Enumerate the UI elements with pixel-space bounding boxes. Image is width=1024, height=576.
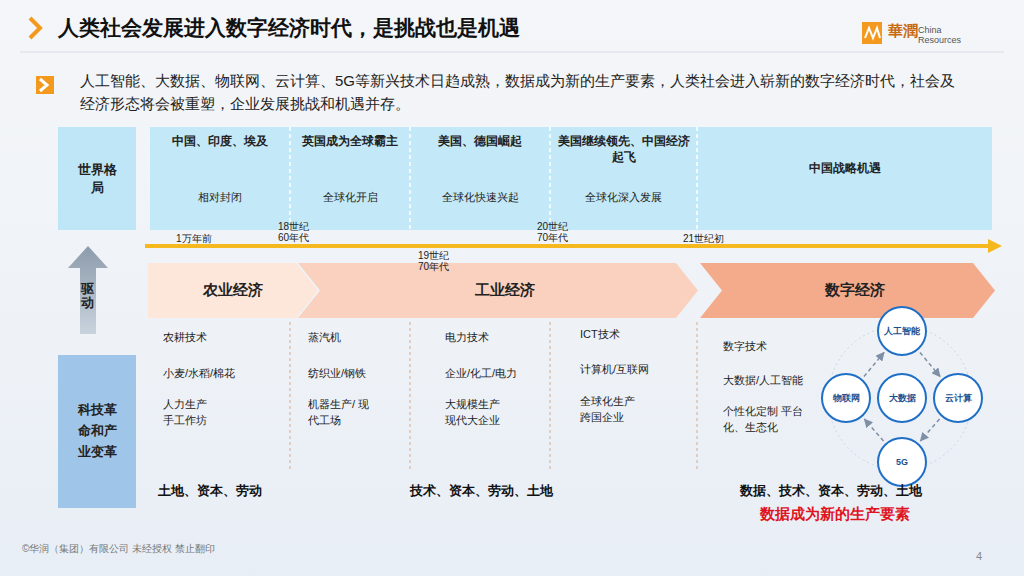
factor-label: 土地、资本、劳动: [158, 482, 262, 500]
cycle-arrow: [864, 419, 883, 441]
circle-outline: [878, 374, 926, 422]
node-heading: 数字经济: [825, 280, 885, 300]
header-rule: [20, 52, 1004, 53]
node-body: 相对封闭: [198, 190, 242, 205]
era-cell: 英国成为全球霸主全球化开启: [292, 131, 408, 227]
era-band: [150, 127, 992, 230]
circle-outline: [878, 438, 926, 486]
node-heading: 物联网: [833, 392, 860, 404]
timeline-head: [988, 239, 1002, 253]
drive-arrow: [68, 246, 108, 334]
node-heading: 中国战略机遇: [809, 160, 881, 176]
era-cell: 中国战略机遇: [699, 131, 990, 206]
node-heading: 美国继续领先、中国经济起飞: [556, 133, 691, 165]
time-label: 1万年前: [176, 233, 212, 244]
mode-label: 个性化定制 平台化、生态化: [723, 404, 809, 436]
side-box: 科技革命和产业变革: [58, 355, 136, 508]
economy-chevron: 数字经济: [700, 263, 995, 318]
tech-label: 农耕技术: [163, 330, 207, 346]
factor-label: 数据、技术、资本、劳动、土地: [740, 482, 922, 500]
economy-chevron: 农业经济: [148, 263, 318, 318]
industry-label: 小麦/水稻/棉花: [163, 366, 235, 382]
node-heading: 美国、德国崛起: [438, 133, 522, 149]
industry-label: 大数据/人工智能: [723, 373, 803, 389]
circle-outline: [878, 307, 926, 355]
time-label: 21世纪初: [683, 233, 724, 244]
highlight-note: 数据成为新的生产要素: [760, 505, 910, 524]
mode-label: 机器生产/ 现代工场: [308, 397, 372, 429]
cycle-arrow: [920, 419, 939, 441]
node-body: 全球化开启: [323, 190, 378, 205]
tech-circle: 大数据: [877, 373, 927, 423]
mode-label: 全球化生产 跨国企业: [580, 394, 644, 426]
node-heading: 农业经济: [203, 280, 263, 300]
node-body: 全球化深入发展: [585, 190, 662, 205]
chevron-fill: [148, 263, 318, 318]
logo-glyph: [865, 28, 880, 38]
tech-label: 数字技术: [723, 339, 767, 355]
circle-outline: [934, 374, 982, 422]
tech-circle: 云计算: [933, 373, 983, 423]
tech-circle: 人工智能: [877, 306, 927, 356]
cycle-arrow: [920, 352, 940, 376]
intro-icon: [36, 76, 54, 94]
node-heading: 英国成为全球霸主: [302, 133, 398, 149]
tech-label: ICT技术: [580, 327, 620, 343]
page-number: 4: [976, 550, 982, 562]
slide-title: 人类社会发展进入数字经济时代，是挑战也是机遇: [58, 14, 520, 42]
industry-label: 企业/化工/电力: [445, 366, 517, 382]
circle-outline: [822, 374, 870, 422]
logo-mark: [862, 22, 882, 44]
timeline-line: [145, 244, 990, 248]
mode-label: 人力生产 手工作坊: [163, 397, 215, 429]
logo-text: 華潤: [888, 22, 918, 41]
tech-circle: 物联网: [821, 373, 871, 423]
era-cell: 美国继续领先、中国经济起飞全球化深入发展: [552, 131, 695, 227]
side-box: 世界格局: [58, 127, 136, 230]
mode-label: 大规模生产 现代大企业: [445, 397, 509, 429]
chevron-fill: [700, 263, 995, 318]
node-heading: 云计算: [945, 392, 972, 404]
title-chevron: [30, 18, 40, 38]
cycle-arrow: [864, 352, 884, 376]
economy-chevron: 工业经济: [298, 263, 698, 318]
band-dividers: [290, 127, 697, 230]
chevron-fill: [298, 263, 698, 318]
tech-circle: 5G: [877, 437, 927, 487]
axis-label: 驱动: [81, 282, 94, 311]
node-heading: 科技革命和产业变革: [76, 400, 118, 462]
intro-text: 人工智能、大数据、物联网、云计算、5G等新兴技术日趋成熟，数据成为新的生产要素，…: [80, 70, 960, 115]
node-heading: 中国、印度、埃及: [172, 133, 268, 149]
logo-text: China Resources: [918, 26, 978, 46]
node-heading: 工业经济: [475, 280, 535, 300]
copyright: ©华润（集团）有限公司 未经授权 禁止翻印: [22, 542, 215, 556]
node-heading: 世界格局: [76, 161, 118, 196]
industry-label: 计算机/互联网: [580, 362, 649, 378]
era-cell: 中国、印度、埃及相对封闭: [152, 131, 288, 227]
column-dividers: [290, 322, 697, 470]
industry-label: 纺织业/钢铁: [308, 366, 366, 382]
tech-label: 电力技术: [445, 330, 489, 346]
factor-label: 技术、资本、劳动、土地: [410, 482, 553, 500]
node-heading: 5G: [896, 456, 908, 468]
time-label: 19世纪 70年代: [418, 250, 454, 272]
time-label: 18世纪 60年代: [278, 221, 314, 243]
tech-label: 蒸汽机: [308, 330, 341, 346]
node-heading: 大数据: [889, 392, 916, 404]
time-label: 20世纪 70年代: [537, 221, 573, 243]
node-body: 全球化快速兴起: [442, 190, 519, 205]
node-heading: 人工智能: [884, 325, 920, 337]
era-cell: 美国、德国崛起全球化快速兴起: [412, 131, 548, 227]
